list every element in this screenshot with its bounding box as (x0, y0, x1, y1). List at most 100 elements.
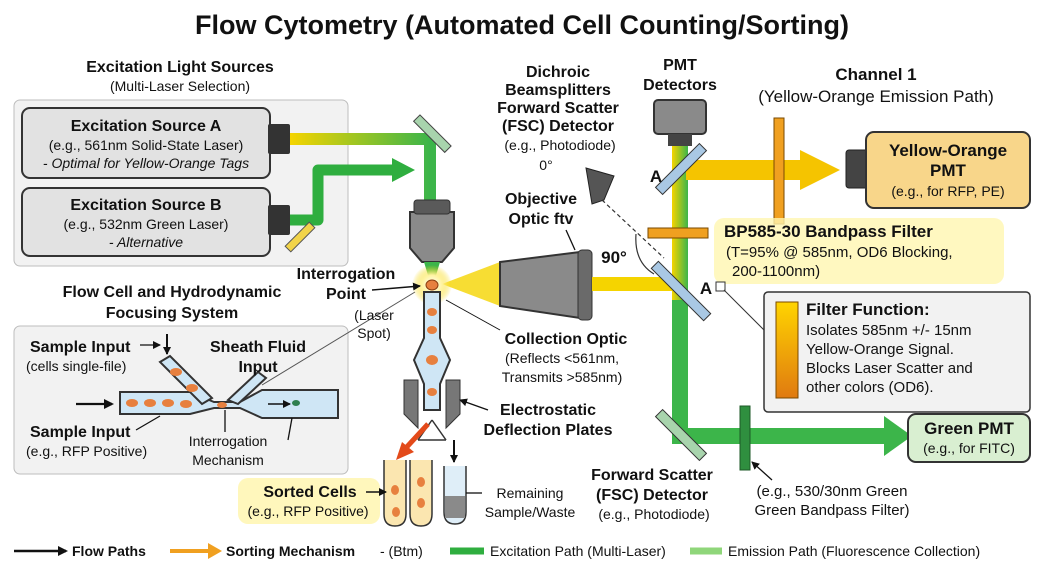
yellow-pmt-line1: Yellow-Orange (889, 141, 1007, 160)
objective-lens-cap (413, 199, 451, 215)
yellow-branch-arrowhead (800, 150, 840, 190)
source-a-note: - Optimal for Yellow-Orange Tags (43, 155, 249, 171)
top-mirror (412, 114, 452, 154)
panel-mirror (284, 221, 316, 253)
filter-function-title: Filter Function: (806, 300, 930, 319)
sample-input-2-pointer (135, 415, 161, 431)
sorted-tube-2 (409, 460, 433, 527)
filter-callout-line (723, 289, 765, 331)
collection-optic-pointer (445, 299, 501, 331)
green-bandpass-filter (739, 405, 751, 471)
cell (186, 384, 198, 392)
legend-excitation-label: Excitation Path (Multi-Laser) (490, 543, 666, 559)
interrogation-point-arrow (371, 282, 421, 291)
yellow-pmt-box (865, 131, 1031, 209)
laser-a-head (268, 124, 290, 154)
collection-optic-lens (499, 250, 581, 320)
source-b-title: Excitation Source B (70, 197, 221, 214)
filter-function-line: Blocks Laser Scatter and (806, 360, 973, 377)
objective-label-1: Objective (505, 191, 577, 208)
legend-flow-paths-label: Flow Paths (72, 543, 146, 559)
pmt-detector-top-base (668, 134, 692, 146)
filter-function-line: Yellow-Orange Signal. (806, 341, 954, 358)
interrogation-mechanism-1: Interrogation (189, 433, 268, 449)
yellow-pmt-line2: PMT (930, 161, 967, 180)
filter-function-box (763, 291, 1031, 413)
bandpass-line1: (T=95% @ 585nm, OD6 Blocking, (726, 244, 953, 261)
sorted-cells-detail: (e.g., RFP Positive) (247, 503, 368, 519)
cell (417, 498, 425, 508)
scatter-90-line (601, 199, 665, 259)
yellow-branch-path (686, 160, 802, 180)
interrogation-point-1: Interrogation (297, 266, 396, 283)
yellow-pmt-line3: (e.g., for RFP, PE) (891, 183, 1004, 199)
light-sources-heading: Excitation Light Sources (86, 59, 274, 76)
excitation-beam-b (290, 164, 395, 226)
pmt-detector-top (653, 99, 707, 135)
cell (180, 400, 192, 408)
flow-cell-heading-1: Flow Cell and Hydrodynamic (63, 284, 282, 301)
collected-light-cone (442, 262, 500, 306)
mirror-label-mid: A (700, 279, 712, 298)
cell (392, 507, 400, 517)
dichroic-label-1: Dichroic (526, 64, 590, 81)
filter-function-line: other colors (OD6). (806, 379, 934, 396)
green-pmt-line1: Green PMT (924, 419, 1014, 438)
remaining-label-1: Remaining (497, 485, 564, 501)
filter-callout-marker (715, 281, 726, 292)
collection-optic-line1: (Reflects <561nm, (505, 350, 619, 366)
sheath-inlet (226, 370, 268, 406)
dichroic-mirror-mid (650, 260, 712, 322)
emission-beam (592, 277, 684, 291)
sample-input-label: Sample Input (30, 339, 131, 356)
pmt-detectors-2: Detectors (643, 77, 717, 94)
legend-sorting-label: Sorting Mechanism (226, 543, 355, 559)
bandpass-label-highlight (714, 218, 1004, 284)
green-filter-line2: Green Bandpass Filter) (754, 502, 909, 519)
light-sources-subheading: (Multi-Laser Selection) (110, 78, 250, 94)
electrostatic-label-1: Electrostatic (500, 402, 596, 419)
vertical-emission-path-lower (672, 300, 688, 440)
flow-channel (119, 389, 339, 419)
cell (425, 279, 439, 291)
cell (391, 485, 399, 495)
page-title: Flow Cytometry (Automated Cell Counting/… (195, 10, 849, 40)
laser-b-head (268, 205, 290, 235)
interrogation-point-3: (Laser (354, 307, 394, 323)
waste-fill (445, 496, 465, 518)
objective-lens (409, 211, 455, 263)
interrogation-point-2: Point (326, 286, 367, 303)
sample-input-2-label: Sample Input (30, 424, 131, 441)
sheath-fluid-label-2: Input (238, 359, 278, 376)
sheath-fluid-label-1: Sheath Fluid (210, 339, 306, 356)
fsc-bottom-2: (FSC) Detector (596, 487, 708, 504)
remaining-label-2: Sample/Waste (485, 504, 576, 520)
interrogation-right-pointer (287, 417, 293, 441)
cell (426, 355, 438, 365)
angle-90-arc (635, 233, 655, 275)
dichroic-mirror-top (654, 142, 708, 196)
cell (427, 308, 437, 316)
cell (427, 326, 437, 334)
green-pmt-line2: (e.g., for FITC) (923, 440, 1015, 456)
fsc-mirror-bottom (654, 408, 708, 462)
legend: Flow Paths Sorting Mechanism - (Btm) Exc… (14, 543, 980, 559)
cell (144, 399, 156, 407)
droplet-split-right (431, 419, 447, 441)
legend-sorting-arrowhead (208, 543, 222, 559)
source-b-detail: (e.g., 532nm Green Laser) (64, 216, 229, 232)
deflection-plate-left (403, 379, 419, 430)
channel-title: Channel 1 (835, 65, 916, 84)
green-pmt-box (907, 413, 1031, 463)
filter-gradient-swatch (775, 301, 799, 399)
cell (170, 368, 182, 376)
objective-label-2: Optic ftv (509, 211, 574, 228)
cell (417, 477, 425, 487)
angle-0-label: 0° (539, 157, 552, 173)
mirror-label-top: A (650, 167, 662, 186)
fsc-bottom-3: (e.g., Photodiode) (598, 506, 709, 522)
flow-nozzle (412, 291, 452, 411)
dichroic-label-2: Beamsplitters (505, 82, 611, 99)
